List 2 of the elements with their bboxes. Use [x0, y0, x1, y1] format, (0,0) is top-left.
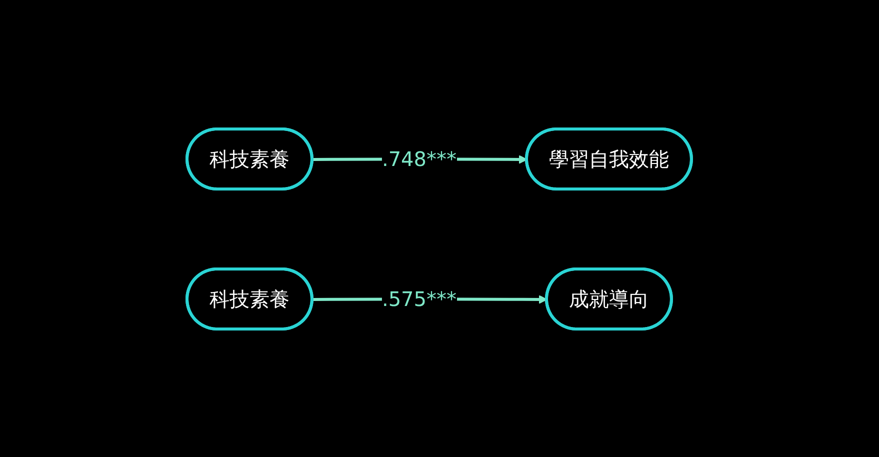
edge-label: .575***: [382, 286, 457, 310]
edge-label: .748***: [382, 146, 457, 170]
